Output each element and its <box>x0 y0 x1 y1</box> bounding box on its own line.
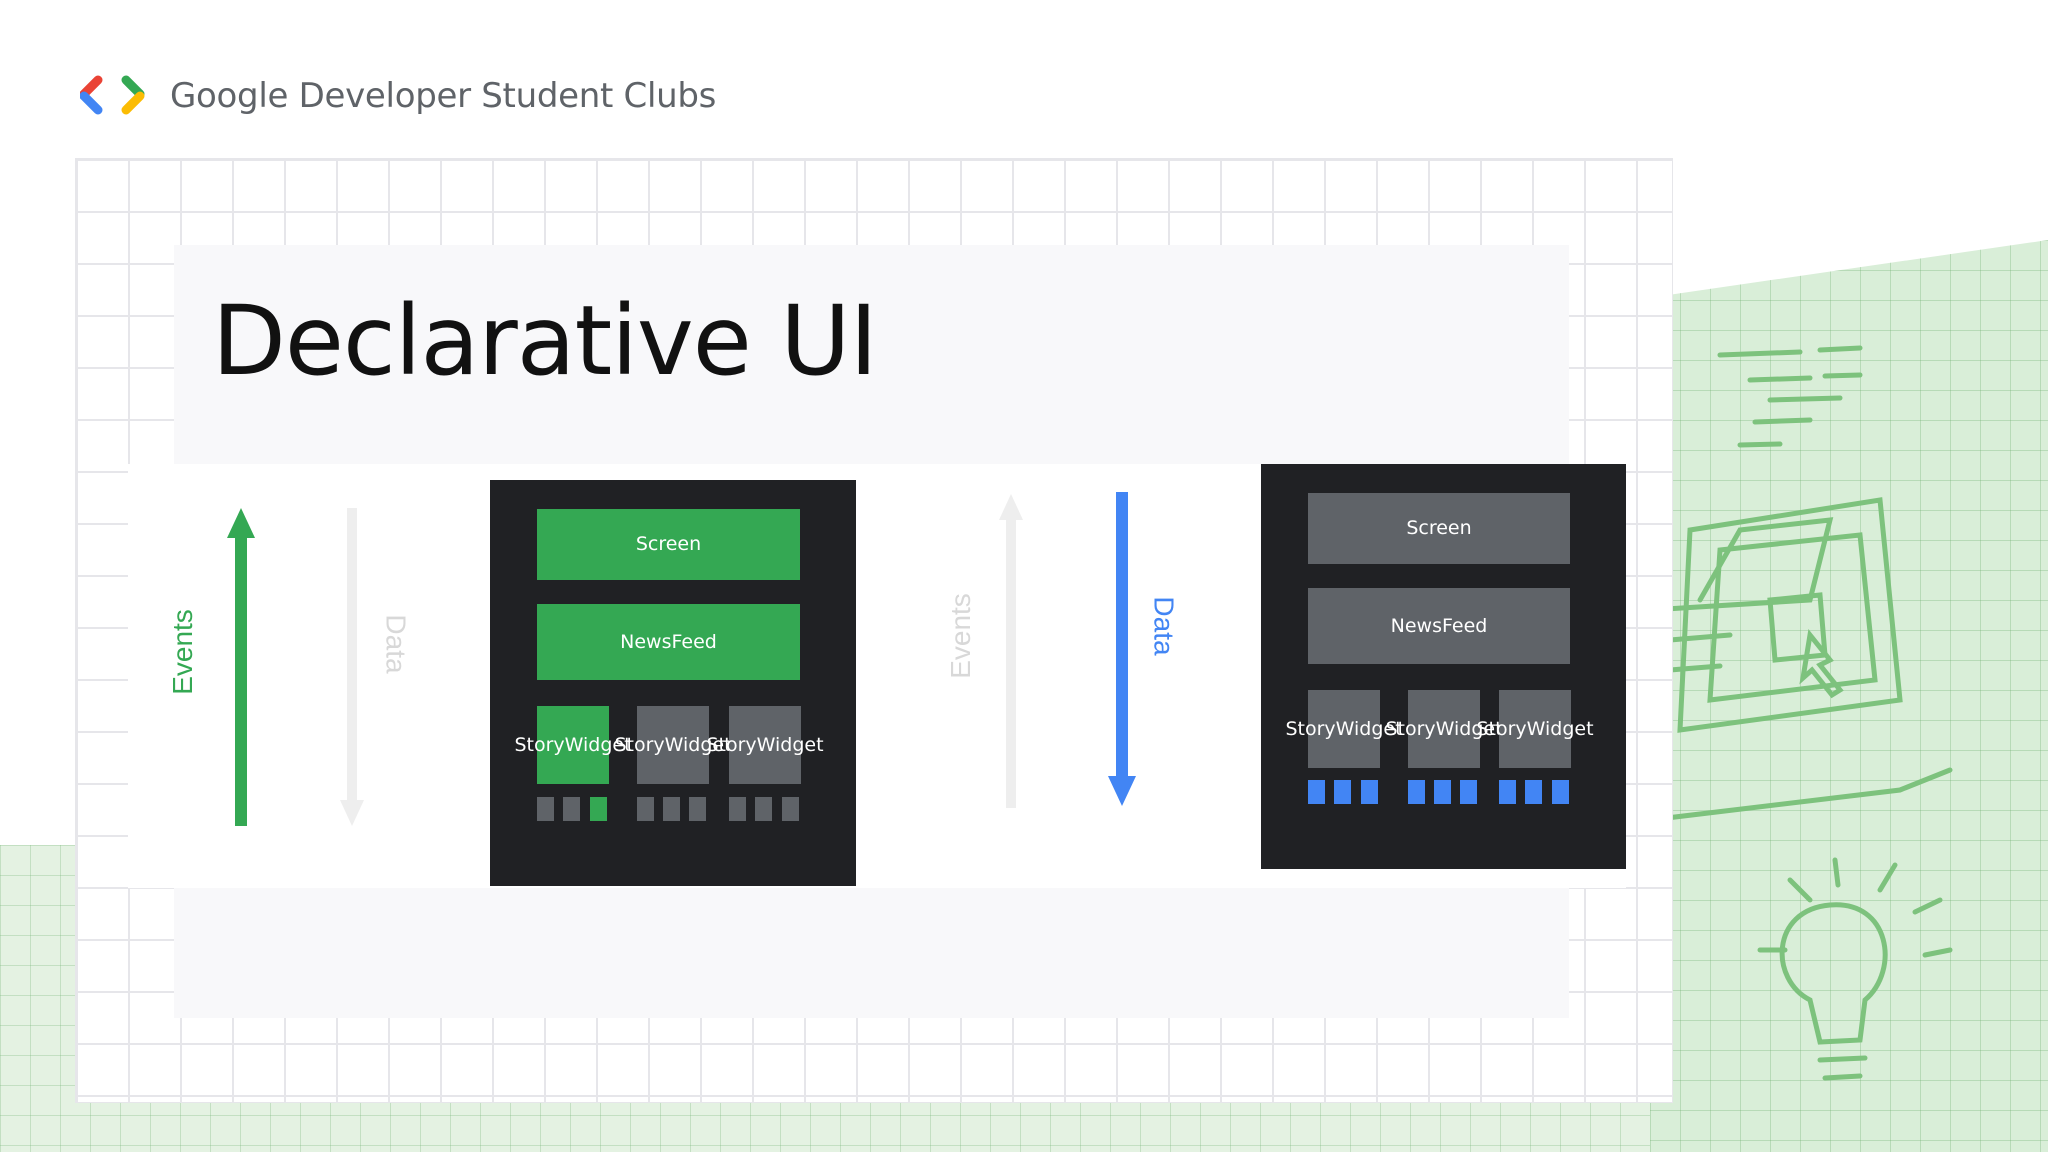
data-label-left: Data <box>380 614 412 674</box>
newsfeed-node: NewsFeed <box>1308 588 1570 664</box>
leaf-node-active <box>1334 780 1351 804</box>
brand-name: Google Developer Student Clubs <box>170 76 717 116</box>
slide-title: Declarative UI <box>212 285 878 397</box>
newsfeed-node: NewsFeed <box>537 604 800 680</box>
leaf-node-active <box>1499 780 1516 804</box>
leaf-node <box>637 797 654 821</box>
leaf-node <box>755 797 772 821</box>
screen-node: Screen <box>1308 493 1570 564</box>
leaf-node <box>689 797 706 821</box>
leaf-node-active <box>1408 780 1425 804</box>
events-up-arrow-inactive <box>999 494 1023 808</box>
leaf-node-active <box>1460 780 1477 804</box>
leaf-node-active <box>590 797 607 821</box>
data-label-right: Data <box>1148 596 1180 656</box>
leaf-node-active <box>1434 780 1451 804</box>
leaf-node <box>782 797 799 821</box>
leaf-node-active <box>1525 780 1542 804</box>
leaf-node <box>729 797 746 821</box>
header: Google Developer Student Clubs <box>80 72 716 120</box>
data-down-arrow <box>1108 492 1136 806</box>
laptop-lightbulb-illustration-icon <box>1660 345 1953 1081</box>
gdsc-brackets-logo-icon <box>80 75 145 115</box>
events-label-right: Events <box>944 593 976 679</box>
leaf-node <box>537 797 554 821</box>
leaf-node <box>563 797 580 821</box>
events-up-arrow <box>227 508 255 826</box>
events-label-left: Events <box>166 609 198 695</box>
green-grid-background-right <box>1650 240 2048 1152</box>
data-down-arrow-inactive <box>340 508 364 826</box>
leaf-node-active <box>1308 780 1325 804</box>
screen-node: Screen <box>537 509 800 580</box>
leaf-node-active <box>1552 780 1569 804</box>
leaf-node-active <box>1361 780 1378 804</box>
leaf-node <box>663 797 680 821</box>
